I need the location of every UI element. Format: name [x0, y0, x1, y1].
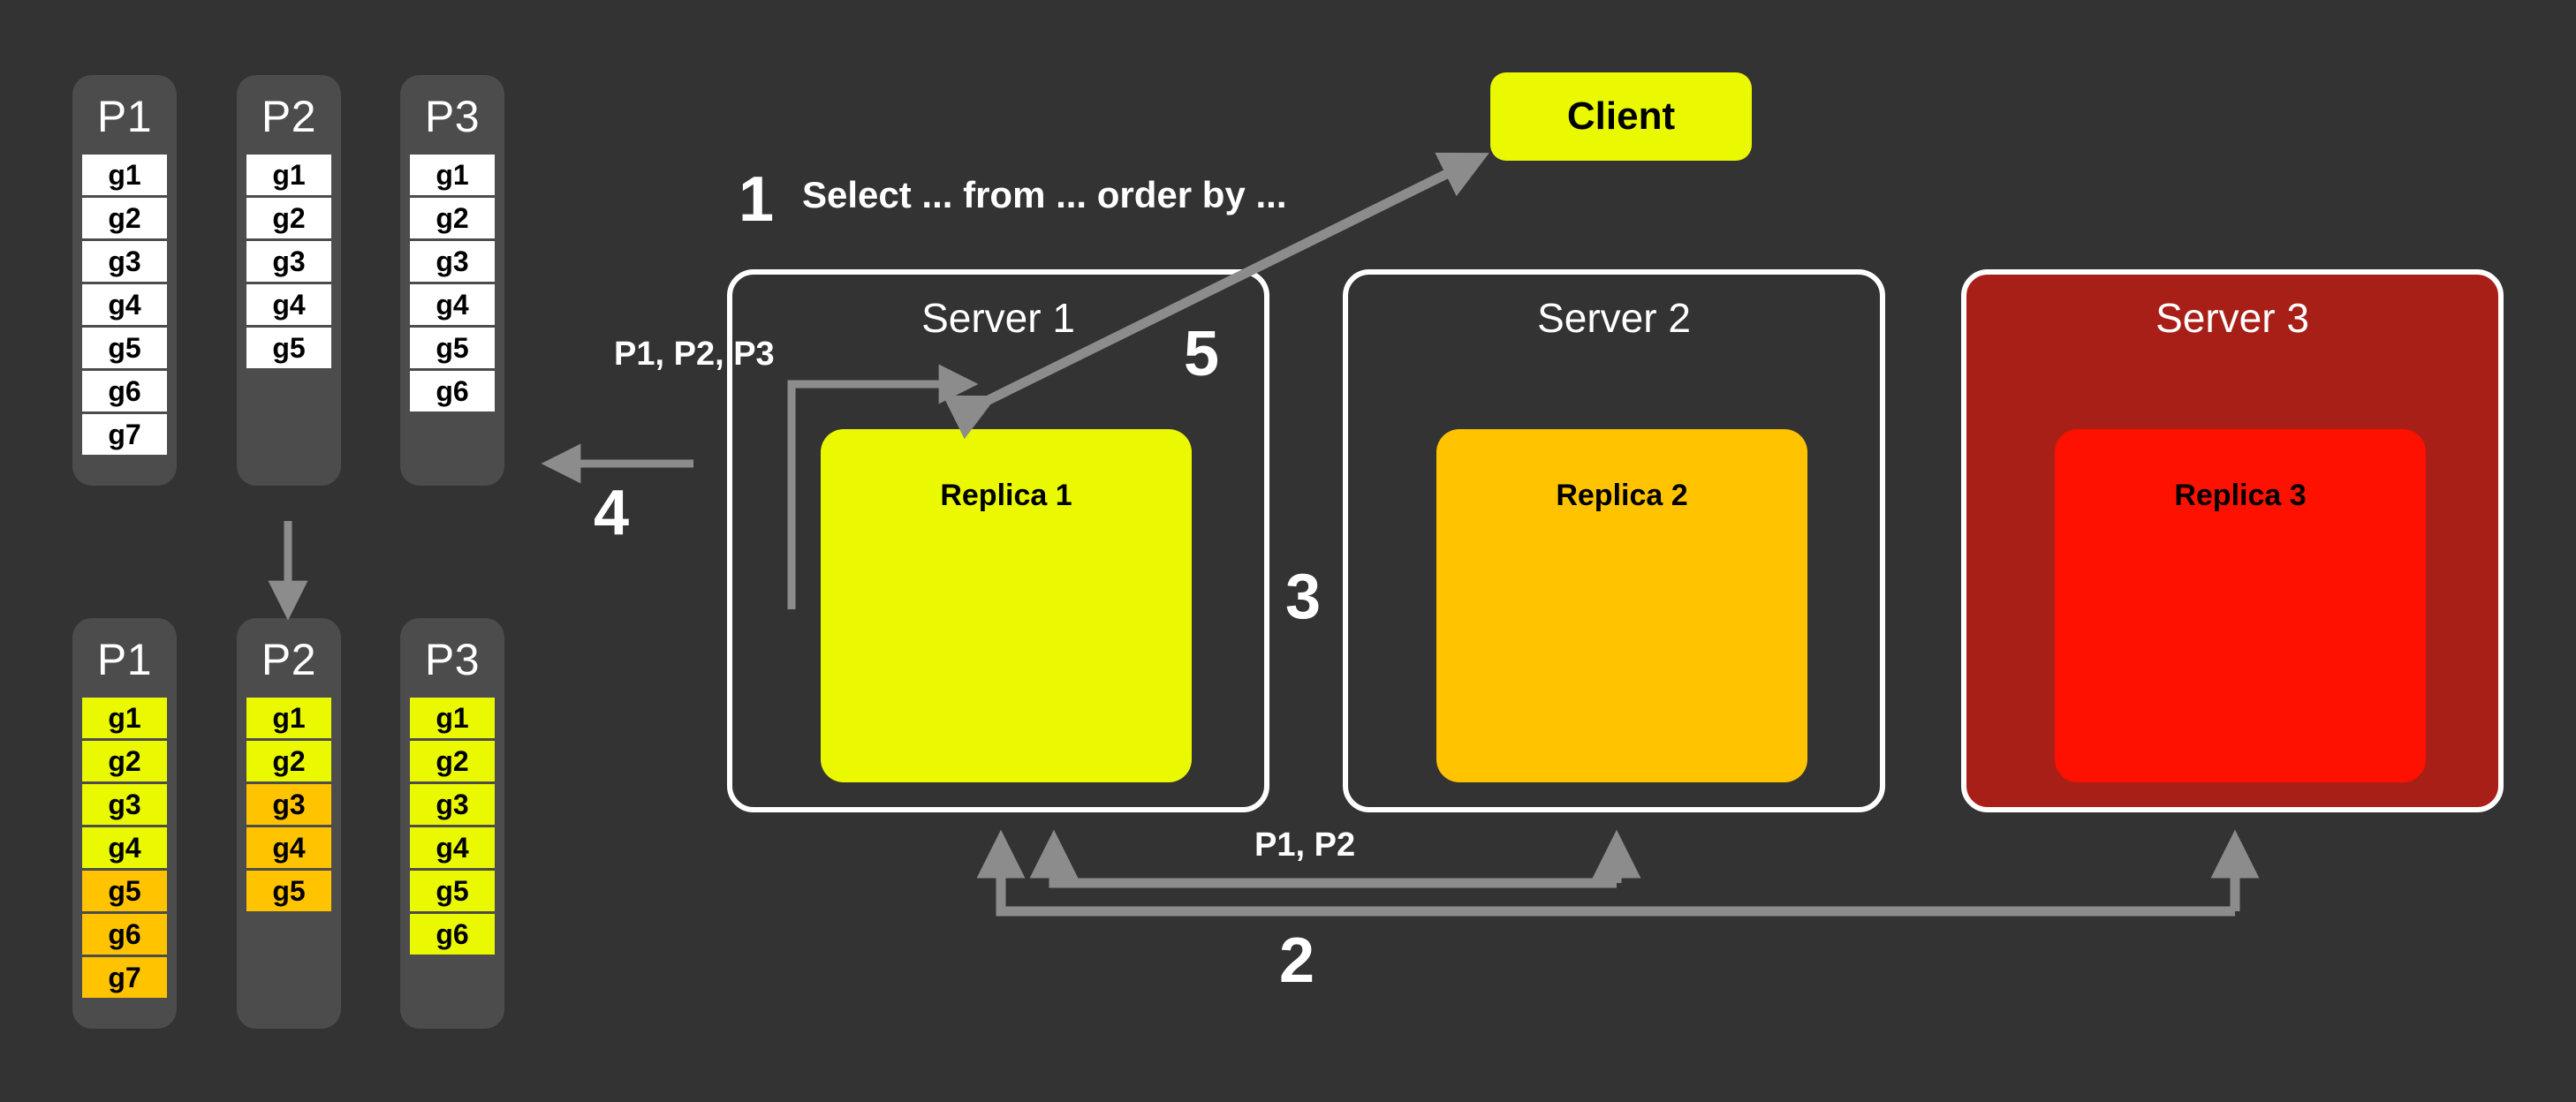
server-3-box[interactable]: Server 3 Replica 3 — [1961, 269, 2504, 812]
partition-cell: g6 — [410, 371, 495, 411]
partition-cell: g3 — [246, 241, 331, 282]
step-4-number: 4 — [594, 478, 630, 548]
replica-2-label: Replica 2 — [1556, 479, 1688, 512]
replica-2-node[interactable]: Replica 2 — [1436, 429, 1807, 782]
partition-cell: g4 — [246, 284, 331, 325]
partition-cell: g2 — [246, 198, 331, 238]
partition-cell: g5 — [82, 328, 167, 368]
partition-cell: g5 — [410, 328, 495, 368]
partition-column-bottom-p2: P2 g1 g2 g3 g4 g5 — [237, 618, 341, 1029]
partition-cell-list: g1 g2 g3 g4 g5 — [237, 698, 341, 911]
partition-cell: g1 — [82, 698, 167, 738]
partition-cell: g6 — [410, 914, 495, 955]
partition-cell: g5 — [82, 871, 167, 911]
partition-cell: g2 — [246, 741, 331, 781]
partition-cell: g2 — [410, 198, 495, 238]
partition-cell: g4 — [82, 284, 167, 325]
partition-cell-list: g1 g2 g3 g4 g5 g6 — [400, 698, 504, 955]
partition-cell: g2 — [410, 741, 495, 781]
partition-cell: g1 — [82, 155, 167, 195]
partition-cell: g3 — [410, 784, 495, 825]
partition-cell: g1 — [246, 698, 331, 738]
partition-cell-list: g1 g2 g3 g4 g5 g6 g7 — [72, 698, 177, 998]
partition-cell: g7 — [82, 414, 167, 455]
step-1-number: 1 — [739, 164, 775, 235]
partition-column-bottom-p3: P3 g1 g2 g3 g4 g5 g6 — [400, 618, 504, 1029]
partition-title: P2 — [261, 635, 317, 684]
partition-cell: g6 — [82, 914, 167, 955]
step-2-number: 2 — [1279, 925, 1315, 996]
step-3-number: 3 — [1285, 562, 1322, 632]
partition-cell: g4 — [246, 827, 331, 868]
replica-1-label: Replica 1 — [940, 479, 1072, 512]
query-text: Select ... from ... order by ... — [802, 174, 1287, 215]
server-2-title: Server 2 — [1537, 295, 1691, 341]
replica-3-node[interactable]: Replica 3 — [2055, 429, 2426, 782]
partition-title: P1 — [96, 92, 153, 141]
partition-cell-list: g1 g2 g3 g4 g5 g6 — [400, 155, 504, 411]
arrow-step-2-server3-to-server1 — [976, 829, 2235, 917]
label-all-partitions: P1, P2, P3 — [614, 336, 775, 373]
partition-cell: g1 — [410, 698, 495, 738]
partition-cell: g6 — [82, 371, 167, 411]
partition-cell: g7 — [82, 957, 167, 998]
partition-cell: g5 — [246, 328, 331, 368]
partition-cell: g3 — [82, 241, 167, 282]
partition-cell: g2 — [82, 198, 167, 238]
client-label: Client — [1566, 94, 1676, 138]
partition-cell: g2 — [82, 741, 167, 781]
server-3-title: Server 3 — [2156, 295, 2309, 341]
server-2-box[interactable]: Server 2 Replica 2 — [1343, 269, 1885, 812]
partition-title: P3 — [424, 92, 481, 141]
label-two-partitions: P1, P2 — [1254, 826, 1356, 864]
partition-cell: g3 — [82, 784, 167, 825]
partition-column-top-p1: P1 g1 g2 g3 g4 g5 g6 g7 — [72, 75, 177, 486]
partition-cell: g4 — [410, 827, 495, 868]
partition-cell: g5 — [410, 871, 495, 911]
replica-3-label: Replica 3 — [2174, 479, 2307, 512]
client-node[interactable]: Client — [1490, 72, 1752, 161]
partition-cell: g3 — [246, 784, 331, 825]
partition-cell: g5 — [246, 871, 331, 911]
partition-title: P3 — [424, 635, 481, 684]
partition-cell: g1 — [410, 155, 495, 195]
partition-cell: g4 — [410, 284, 495, 325]
replica-1-node[interactable]: Replica 1 — [821, 429, 1192, 782]
partition-cell: g4 — [82, 827, 167, 868]
partition-cell-list: g1 g2 g3 g4 g5 — [237, 155, 341, 368]
partition-column-top-p3: P3 g1 g2 g3 g4 g5 g6 — [400, 75, 504, 486]
partition-title: P2 — [261, 92, 317, 141]
partition-cell-list: g1 g2 g3 g4 g5 g6 g7 — [72, 155, 177, 455]
partition-column-top-p2: P2 g1 g2 g3 g4 g5 — [237, 75, 341, 486]
partition-column-bottom-p1: P1 g1 g2 g3 g4 g5 g6 g7 — [72, 618, 177, 1029]
partition-cell: g3 — [410, 241, 495, 282]
partition-cell: g1 — [246, 155, 331, 195]
partition-title: P1 — [96, 635, 153, 684]
step-5-number: 5 — [1184, 319, 1220, 389]
